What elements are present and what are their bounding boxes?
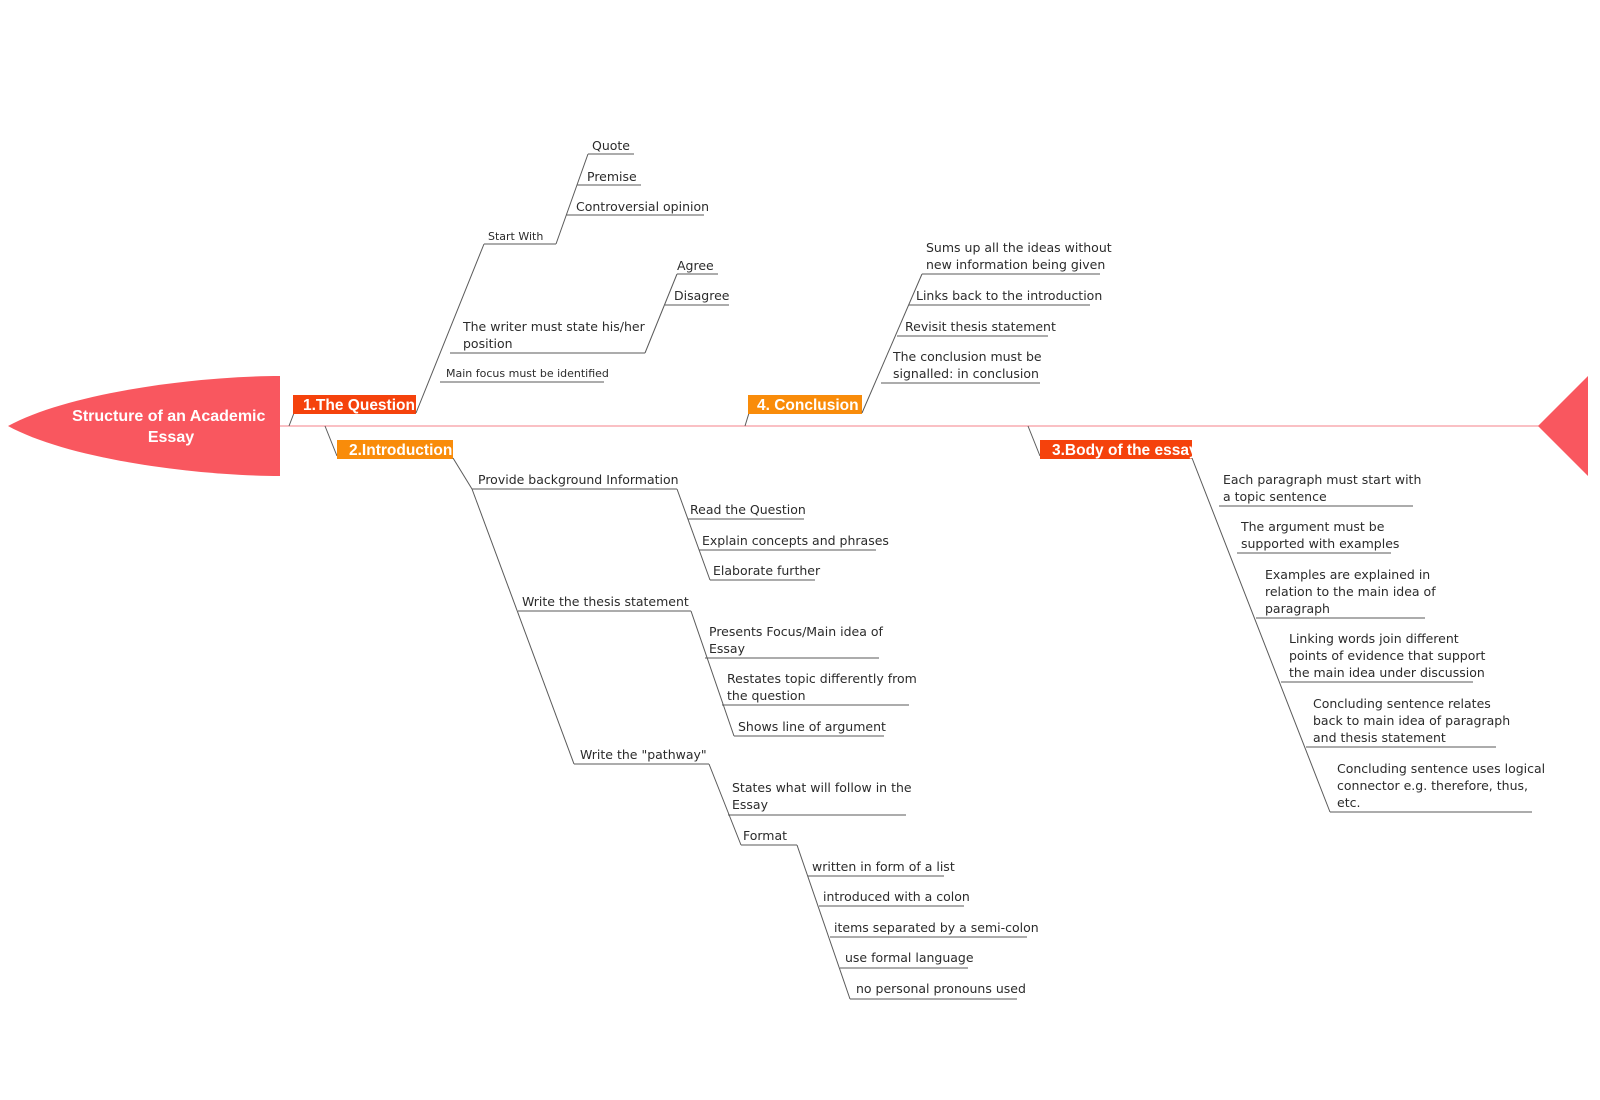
position-disagree: Disagree (674, 288, 730, 303)
start-with-quote: Quote (592, 138, 630, 153)
body-item-4-line-3: the main idea under discussion (1289, 665, 1485, 680)
body-item-6-line-3: etc. (1337, 795, 1360, 810)
conclusion-item-4-line-1: The conclusion must be (892, 349, 1042, 364)
category-question[interactable] (293, 395, 416, 414)
start-with-controversial-opinion: Controversial opinion (576, 199, 709, 214)
svg-text:Examples are explained in: Examples are explained in relation to th… (1265, 567, 1440, 616)
thesis-line-of-argument: Shows line of argument (738, 719, 886, 734)
category-introduction-label: 2.Introduction (349, 442, 452, 459)
svg-text:Concluding sentence uses logic: Concluding sentence uses logical connect… (1337, 761, 1549, 810)
background-label: Provide background Information (478, 472, 679, 487)
position-label-line-2: position (463, 336, 513, 351)
thesis-restates-line-2: the question (727, 688, 806, 703)
thesis-label: Write the thesis statement (522, 594, 689, 609)
svg-text:Each paragraph must start with: Each paragraph must start with a topic s… (1223, 472, 1425, 504)
svg-text:The conclusion must be sig: The conclusion must be signalled: in con… (892, 349, 1046, 381)
category-question-label: 1.The Question (303, 397, 415, 414)
conclusion-item-1-line-2: new information being given (926, 257, 1105, 272)
thesis-focus-line-2: Essay (709, 641, 746, 656)
start-with-label: Start With (488, 230, 543, 243)
format-list: written in form of a list (812, 859, 955, 874)
background-read-question: Read the Question (690, 502, 806, 517)
body-item-3-line-2: relation to the main idea of (1265, 584, 1436, 599)
category-introduction[interactable] (337, 440, 453, 459)
body-item-1-line-2: a topic sentence (1223, 489, 1327, 504)
category-body[interactable] (1040, 440, 1192, 459)
format-semicolon: items separated by a semi-colon (834, 920, 1039, 935)
category-body-label: 3.Body of the essay (1052, 442, 1198, 459)
body-item-3-line-1: Examples are explained in (1265, 567, 1430, 582)
category-conclusion-label: 4. Conclusion (757, 397, 859, 414)
background-explain-concepts: Explain concepts and phrases (702, 533, 889, 548)
body-item-1-line-1: Each paragraph must start with (1223, 472, 1421, 487)
body-item-4-line-1: Linking words join different (1289, 631, 1459, 646)
pathway-follow-line-2: Essay (732, 797, 769, 812)
format-formal-language: use formal language (845, 950, 974, 965)
svg-text:States what will follow in the: States what will follow in the Essay (732, 780, 916, 812)
body-item-3-line-3: paragraph (1265, 601, 1330, 616)
background-elaborate-further: Elaborate further (713, 563, 821, 578)
body-item-2-line-1: The argument must be (1240, 519, 1385, 534)
conclusion-item-3: Revisit thesis statement (905, 319, 1056, 334)
conclusion-item-2: Links back to the introduction (916, 288, 1102, 303)
body-item-4-line-2: points of evidence that support (1289, 648, 1485, 663)
position-agree: Agree (677, 258, 714, 273)
format-no-pronouns: no personal pronouns used (856, 981, 1026, 996)
start-with-premise: Premise (587, 169, 637, 184)
conclusion-item-4-line-2: signalled: in conclusion (893, 366, 1039, 381)
pathway-follow-line-1: States what will follow in the (732, 780, 912, 795)
svg-text:Linking words join different: Linking words join different points of e… (1289, 631, 1489, 680)
svg-text:The argument must be suppo: The argument must be supported with exam… (1240, 519, 1399, 551)
category-conclusion[interactable] (748, 395, 862, 414)
format-label: Format (743, 828, 787, 843)
main-focus-label: Main focus must be identified (446, 367, 609, 380)
thesis-restates-line-1: Restates topic differently from (727, 671, 917, 686)
conclusion-item-1-line-1: Sums up all the ideas without (926, 240, 1112, 255)
body-item-5-line-3: and thesis statement (1313, 730, 1446, 745)
svg-text:Presents Focus/Main idea of: Presents Focus/Main idea of Essay (709, 624, 887, 656)
diagram-title-line-1: Structure of an Academic (72, 408, 265, 425)
svg-text:Restates topic differently fro: Restates topic differently from the ques… (727, 671, 921, 703)
svg-text:The writer must state his/her: The writer must state his/her position (462, 319, 649, 351)
svg-text:Concluding sentence relates: Concluding sentence relates back to main… (1313, 696, 1514, 745)
body-item-6-line-2: connector e.g. therefore, thus, (1337, 778, 1528, 793)
pathway-label: Write the "pathway" (580, 747, 707, 762)
diagram-title-line-2: Essay (148, 429, 194, 446)
body-item-6-line-1: Concluding sentence uses logical (1337, 761, 1545, 776)
body-item-5-line-2: back to main idea of paragraph (1313, 713, 1510, 728)
fish-tail (1538, 376, 1588, 476)
format-colon: introduced with a colon (823, 889, 970, 904)
svg-text:Structure of an Academic E: Structure of an Academic Essay (72, 408, 270, 446)
fish-head[interactable] (8, 376, 280, 476)
position-label-line-1: The writer must state his/her (462, 319, 646, 334)
thesis-focus-line-1: Presents Focus/Main idea of (709, 624, 883, 639)
svg-text:Sums up all the ideas without: Sums up all the ideas without new inform… (926, 240, 1116, 272)
body-item-5-line-1: Concluding sentence relates (1313, 696, 1491, 711)
body-item-2-line-2: supported with examples (1241, 536, 1399, 551)
